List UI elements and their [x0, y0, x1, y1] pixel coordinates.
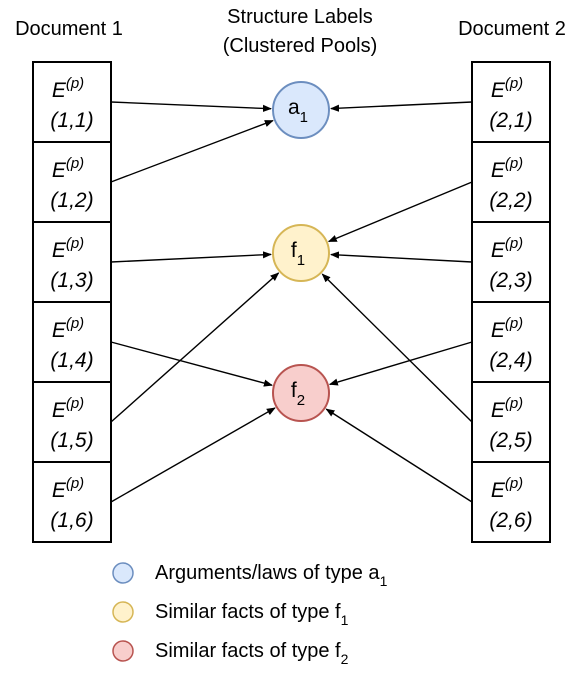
cell-symbol: E(p) — [52, 75, 84, 102]
edge-21-to-a1 — [330, 101, 473, 112]
doc1-cell-2: E(p) (1,2) — [32, 141, 112, 223]
cell-symbol: E(p) — [491, 235, 523, 262]
cell-superscript: (p) — [66, 315, 84, 332]
cell-symbol: E(p) — [52, 155, 84, 182]
node-circle — [272, 81, 330, 139]
cell-superscript: (p) — [505, 155, 523, 172]
legend: Arguments/laws of type a1 Similar facts o… — [112, 562, 388, 667]
node-f1: f1 — [272, 224, 330, 282]
document-2-header: Document 2 — [458, 18, 566, 40]
cell-index: (2,4) — [489, 349, 532, 372]
cell-symbol: E(p) — [491, 155, 523, 182]
cell-index: (1,5) — [50, 429, 93, 452]
cell-index: (1,6) — [50, 509, 93, 532]
document-1-header: Document 1 — [15, 18, 123, 40]
doc2-cell-5: E(p) (2,5) — [471, 381, 551, 463]
doc1-cell-4: E(p) (1,4) — [32, 301, 112, 383]
edge-12-to-a1 — [110, 119, 274, 183]
cell-box — [471, 141, 551, 223]
node-label: a1 — [288, 96, 308, 126]
edge-16-to-f2 — [110, 407, 276, 503]
cell-box — [32, 221, 112, 303]
legend-label: Arguments/laws of type a1 — [155, 562, 388, 589]
cell-superscript: (p) — [66, 475, 84, 492]
cell-index: (2,5) — [489, 429, 532, 452]
legend-label: Similar facts of type f2 — [155, 640, 349, 667]
cell-superscript: (p) — [505, 75, 523, 92]
edge-23-to-f1 — [330, 251, 473, 263]
legend-item-3: Similar facts of type f2 — [112, 640, 349, 667]
node-a1: a1 — [272, 81, 330, 139]
cell-superscript: (p) — [66, 395, 84, 412]
cell-superscript: (p) — [505, 315, 523, 332]
cell-symbol: E(p) — [52, 315, 84, 342]
cell-superscript: (p) — [505, 235, 523, 252]
cell-box — [471, 381, 551, 463]
cell-index: (1,1) — [50, 109, 93, 132]
cell-box — [471, 301, 551, 383]
cell-superscript: (p) — [505, 475, 523, 492]
edge-26-to-f2 — [325, 408, 473, 503]
cell-symbol: E(p) — [52, 475, 84, 502]
node-circle — [272, 224, 330, 282]
cell-symbol: E(p) — [52, 235, 84, 262]
cell-index: (2,3) — [489, 269, 532, 292]
doc2-cell-4: E(p) (2,4) — [471, 301, 551, 383]
cell-index: (2,1) — [489, 109, 532, 132]
doc1-cell-3: E(p) (1,3) — [32, 221, 112, 303]
cells-layer: E(p)(1,1)E(p)(1,2)E(p)(1,3)E(p)(1,4)E(p)… — [32, 61, 551, 543]
cell-symbol: E(p) — [491, 395, 523, 422]
cell-box — [471, 461, 551, 543]
doc2-cell-2: E(p) (2,2) — [471, 141, 551, 223]
cell-box — [32, 141, 112, 223]
legend-swatch — [112, 640, 134, 662]
cell-box — [471, 221, 551, 303]
legend-swatch — [112, 601, 134, 623]
cell-superscript: (p) — [66, 75, 84, 92]
edge-15-to-f1 — [110, 272, 280, 423]
node-label: f2 — [291, 379, 305, 409]
edge-13-to-f1 — [110, 251, 272, 263]
edge-25-to-f1 — [321, 273, 473, 423]
cell-box — [471, 61, 551, 143]
cell-symbol: E(p) — [52, 395, 84, 422]
node-label: f1 — [291, 239, 305, 269]
legend-item-1: Arguments/laws of type a1 — [112, 562, 388, 589]
doc2-cell-6: E(p) (2,6) — [471, 461, 551, 543]
doc2-cell-1: E(p) (2,1) — [471, 61, 551, 143]
edge-14-to-f2 — [110, 341, 273, 387]
doc1-cell-1: E(p) (1,1) — [32, 61, 112, 143]
cell-symbol: E(p) — [491, 475, 523, 502]
node-f2: f2 — [272, 364, 330, 422]
doc1-cell-5: E(p) (1,5) — [32, 381, 112, 463]
doc2-cell-3: E(p) (2,3) — [471, 221, 551, 303]
doc1-cell-6: E(p) (1,6) — [32, 461, 112, 543]
cell-symbol: E(p) — [491, 315, 523, 342]
cell-index: (1,2) — [50, 189, 93, 212]
cell-index: (1,4) — [50, 349, 93, 372]
node-circle — [272, 364, 330, 422]
cell-superscript: (p) — [66, 155, 84, 172]
nodes-layer: a1 f1 f2 — [272, 81, 330, 422]
cell-box — [32, 381, 112, 463]
edge-11-to-a1 — [110, 101, 272, 112]
legend-item-2: Similar facts of type f1 — [112, 601, 349, 628]
clustered-pools-subtitle: (Clustered Pools) — [223, 35, 378, 57]
structure-labels-title: Structure Labels — [227, 6, 373, 28]
cell-index: (1,3) — [50, 269, 93, 292]
edges-layer — [110, 101, 473, 503]
legend-label: Similar facts of type f1 — [155, 601, 349, 628]
edge-24-to-f2 — [328, 341, 473, 386]
edge-22-to-f1 — [327, 181, 473, 243]
cell-superscript: (p) — [505, 395, 523, 412]
cell-symbol: E(p) — [491, 75, 523, 102]
cell-box — [32, 461, 112, 543]
cell-index: (2,2) — [489, 189, 532, 212]
legend-swatch — [112, 562, 134, 584]
cell-superscript: (p) — [66, 235, 84, 252]
cell-index: (2,6) — [489, 509, 532, 532]
cell-box — [32, 301, 112, 383]
